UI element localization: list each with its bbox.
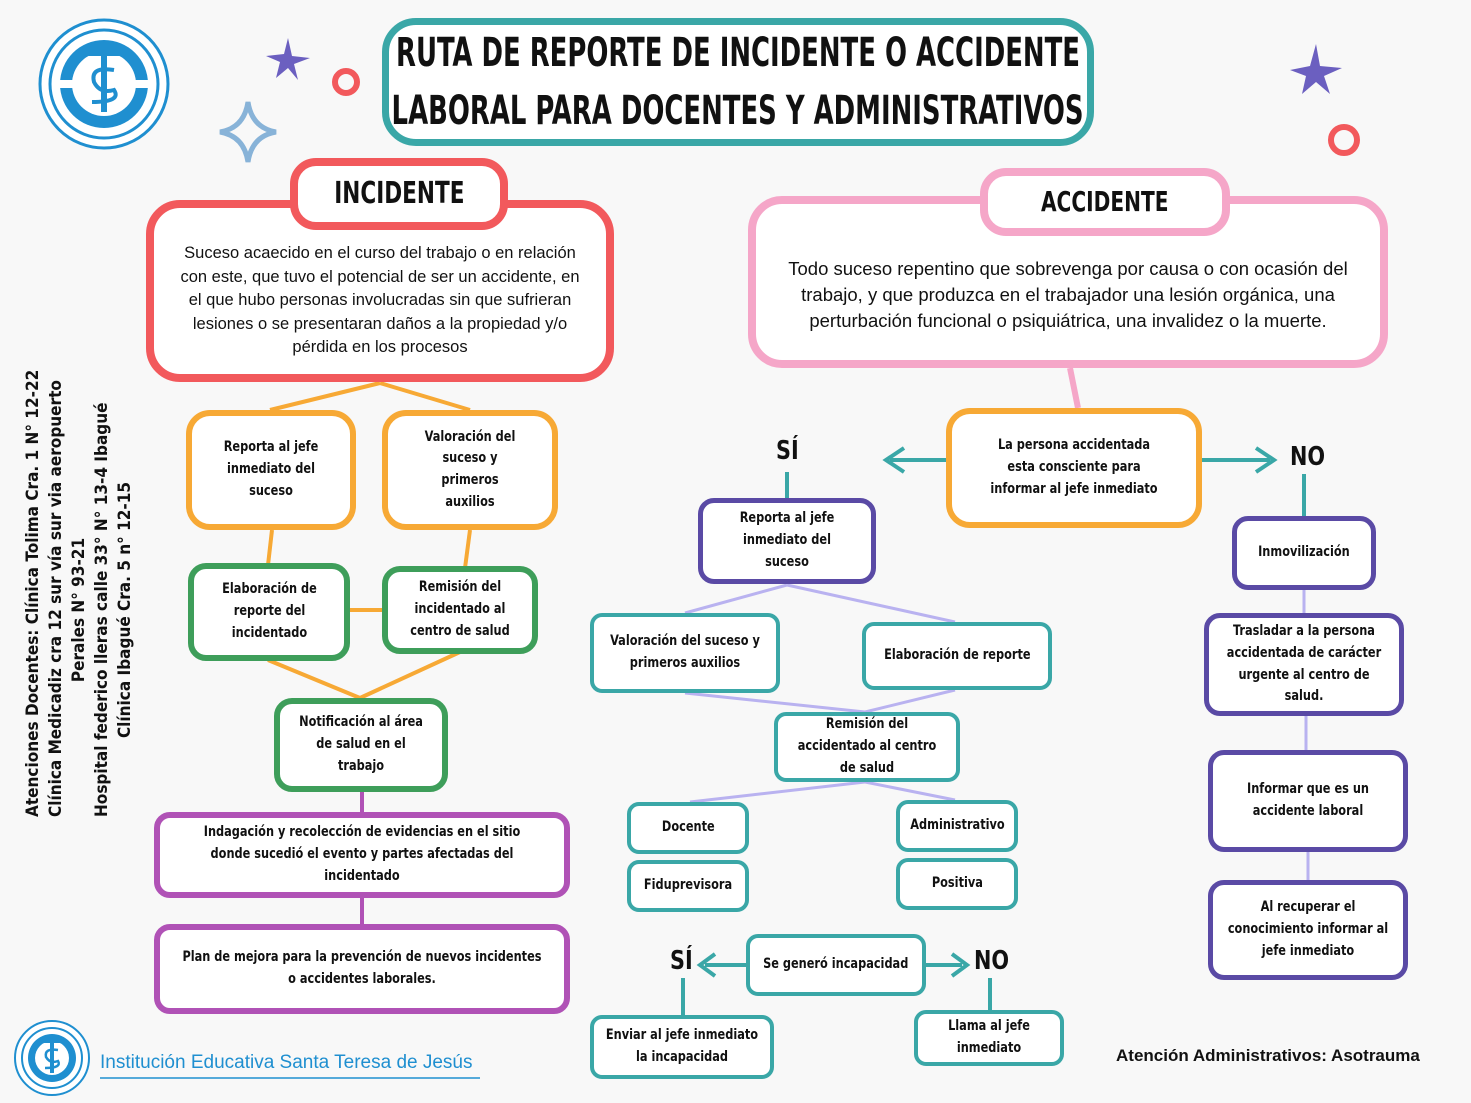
- accidente-reporta-box: Reporta al jefe inmediato del suceso: [698, 498, 876, 584]
- accidente-docente: Docente: [661, 819, 715, 836]
- accidente-positiva-box: Positiva: [896, 858, 1018, 910]
- incidente-plan-box: Plan de mejora para la prevención de nue…: [154, 924, 570, 1014]
- accidente-elaboracion: Elaboración de reporte: [883, 647, 1031, 664]
- accidente-consciente: La persona accidentada esta consciente p…: [990, 437, 1158, 497]
- accidente-heading-box: ACCIDENTE: [980, 168, 1230, 236]
- incapacidad-si-label: SÍ: [670, 946, 693, 976]
- accidente-definition: Todo suceso repentino que sobrevenga por…: [788, 258, 1348, 331]
- accidente-trasladar: Trasladar a la persona accidentada de ca…: [1226, 623, 1382, 705]
- incidente-indagacion: Indagación y recolección de evidencias e…: [203, 824, 521, 884]
- accidente-administrativo-box: Administrativo: [896, 800, 1018, 852]
- incidente-remision: Remisión del incidentado al centro de sa…: [410, 579, 510, 639]
- incapacidad-no-label: NO: [974, 946, 1010, 976]
- accidente-enviar-box: Enviar al jefe inmediato la incapacidad: [590, 1015, 774, 1079]
- side-text-line-3: Perales N° 93-21: [69, 537, 89, 683]
- accidente-informar-box: Informar que es un accidente laboral: [1208, 750, 1408, 852]
- incidente-reporta: Reporta al jefe inmediato del suceso: [223, 439, 319, 499]
- decorative-sparkles: [219, 38, 1360, 163]
- incidente-definition-box: Suceso acaecido en el curso del trabajo …: [146, 200, 614, 382]
- accidente-reporta: Reporta al jefe inmediato del suceso: [739, 510, 835, 570]
- accidente-no-label: NO: [1290, 442, 1326, 472]
- accidente-definition-box: Todo suceso repentino que sobrevenga por…: [748, 196, 1388, 368]
- accidente-incapacidad-box: Se generó incapacidad: [746, 934, 926, 996]
- accidente-enviar: Enviar al jefe inmediato la incapacidad: [605, 1027, 759, 1065]
- side-text: Atenciones Docentes: Clínica Tolima Cra.…: [22, 369, 137, 840]
- accidente-fiduprevisora: Fiduprevisora: [643, 877, 733, 894]
- accidente-elaboracion-box: Elaboración de reporte: [862, 622, 1052, 690]
- title-box: RUTA DE REPORTE DE INCIDENTE O ACCIDENTE…: [382, 18, 1094, 146]
- accidente-heading: ACCIDENTE: [1041, 185, 1169, 219]
- accidente-docente-box: Docente: [627, 802, 749, 854]
- accidente-informar: Informar que es un accidente laboral: [1247, 781, 1369, 819]
- accidente-incapacidad: Se generó incapacidad: [763, 956, 909, 973]
- accidente-llama: Llama al jefe inmediato: [948, 1018, 1030, 1056]
- incidente-elaboracion-box: Elaboración de reporte del incidentado: [188, 563, 350, 661]
- accidente-consciente-box: La persona accidentada esta consciente p…: [946, 408, 1202, 528]
- logo-top: [38, 18, 170, 150]
- accidente-remision-box: Remisión del accidentado al centro de sa…: [774, 712, 960, 782]
- logo-bottom: [14, 1020, 90, 1096]
- title-line-1: RUTA DE REPORTE DE INCIDENTE O ACCIDENTE: [396, 30, 1081, 76]
- accidente-positiva: Positiva: [931, 875, 983, 892]
- footer-admin: Atención Administrativos: Asotrauma: [1116, 1046, 1420, 1065]
- incidente-indagacion-box: Indagación y recolección de evidencias e…: [154, 812, 570, 898]
- side-text-line-1: Atenciones Docentes: Clínica Tolima Cra.…: [23, 369, 43, 817]
- accidente-valoracion-box: Valoración del suceso y primeros auxilio…: [590, 613, 780, 693]
- accidente-recuperar: Al recuperar el conocimiento informar al…: [1227, 899, 1389, 959]
- accidente-inmovilizacion: Inmovilización: [1258, 544, 1350, 561]
- accidente-recuperar-box: Al recuperar el conocimiento informar al…: [1208, 880, 1408, 980]
- side-text-line-4: Hospital federico lleras calle 33° N° 13…: [92, 402, 112, 817]
- incidente-plan: Plan de mejora para la prevención de nue…: [182, 949, 542, 987]
- incidente-definition: Suceso acaecido en el curso del trabajo …: [180, 244, 580, 357]
- side-text-line-5: Clínica Ibagué Cra. 5 n° 12-15: [115, 481, 135, 739]
- accidente-administrativo: Administrativo: [909, 817, 1005, 834]
- incidente-remision-box: Remisión del incidentado al centro de sa…: [382, 566, 538, 654]
- incidente-notificacion-box: Notificación al área de salud en el trab…: [274, 698, 448, 792]
- accidente-inmovilizacion-box: Inmovilización: [1232, 516, 1376, 590]
- incidente-reporta-box: Reporta al jefe inmediato del suceso: [186, 410, 356, 530]
- accidente-si-label: SÍ: [776, 436, 799, 466]
- accidente-fiduprevisora-box: Fiduprevisora: [627, 860, 749, 912]
- incidente-notificacion: Notificación al área de salud en el trab…: [299, 714, 423, 774]
- incidente-valoracion: Valoración del suceso y primeros auxilio…: [424, 428, 516, 510]
- incidente-heading: INCIDENTE: [333, 175, 465, 211]
- side-text-line-2: Clínica Medicadiz cra 12 sur vía sur via…: [46, 380, 66, 817]
- accidente-remision: Remisión del accidentado al centro de sa…: [797, 716, 937, 776]
- incidente-heading-box: INCIDENTE: [290, 158, 508, 230]
- title-line-2: LABORAL PARA DOCENTES Y ADMINISTRATIVOS: [391, 88, 1085, 134]
- incidente-valoracion-box: Valoración del suceso y primeros auxilio…: [382, 410, 558, 530]
- footer-institution: Institución Educativa Santa Teresa de Je…: [100, 1052, 473, 1073]
- accidente-trasladar-box: Trasladar a la persona accidentada de ca…: [1204, 613, 1404, 716]
- accidente-llama-box: Llama al jefe inmediato: [914, 1010, 1064, 1066]
- accidente-valoracion: Valoración del suceso y primeros auxilio…: [610, 633, 760, 671]
- incidente-elaboracion: Elaboración de reporte del incidentado: [221, 581, 317, 641]
